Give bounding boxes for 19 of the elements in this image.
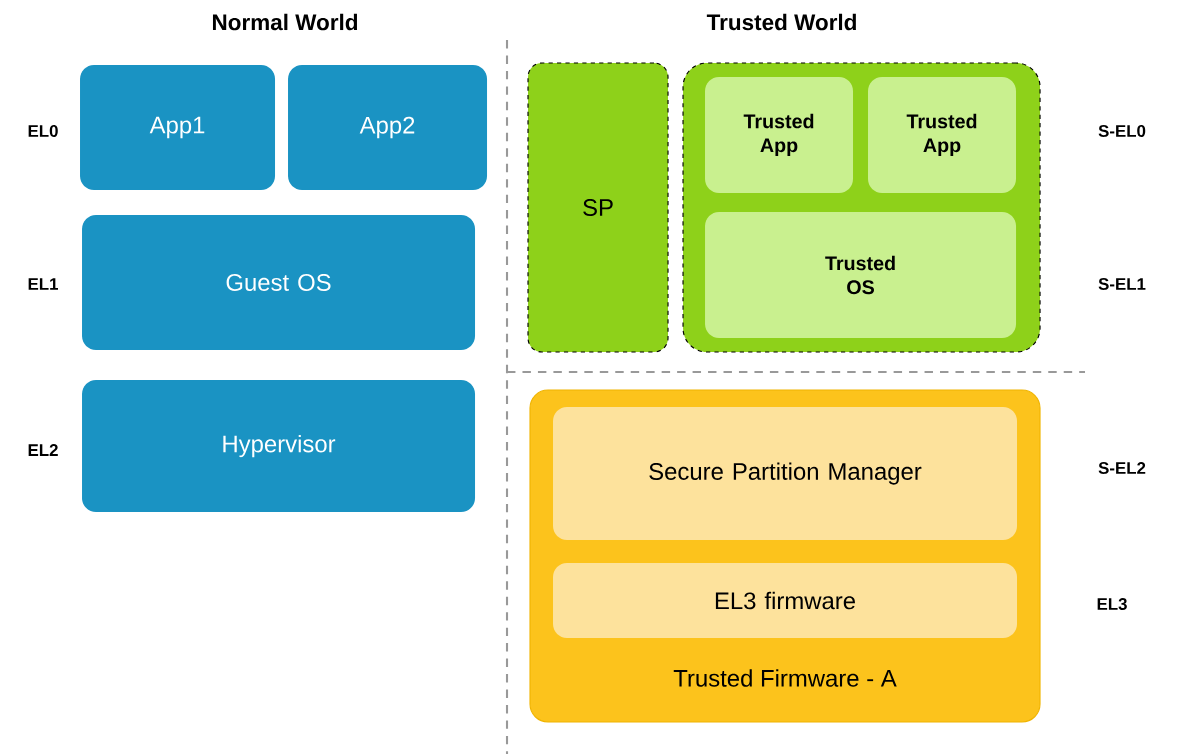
partition-box: SP xyxy=(527,62,669,353)
level-label: EL0 xyxy=(28,125,58,137)
os-box: Guest OS xyxy=(82,215,476,350)
world-heading: Trusted World xyxy=(706,13,856,31)
level-label: EL3 xyxy=(1097,598,1127,610)
level-label: S-EL1 xyxy=(1098,278,1146,290)
hypervisor-box: Hypervisor xyxy=(82,380,476,512)
level-label: S-EL0 xyxy=(1098,125,1146,137)
app-box: Trusted App xyxy=(705,77,853,193)
level-label: S-EL2 xyxy=(1098,462,1146,474)
level-label: EL1 xyxy=(28,278,58,290)
os-box: Trusted OS xyxy=(705,212,1017,338)
world-heading: Normal World xyxy=(213,13,358,31)
firmware-box: EL3 firmware xyxy=(553,563,1017,639)
app-box: App2 xyxy=(288,65,488,190)
app-box: Trusted App xyxy=(868,77,1016,193)
manager-box: Secure Partition Manager xyxy=(553,407,1017,541)
level-label: EL2 xyxy=(28,444,58,456)
app-box: App1 xyxy=(80,65,275,190)
